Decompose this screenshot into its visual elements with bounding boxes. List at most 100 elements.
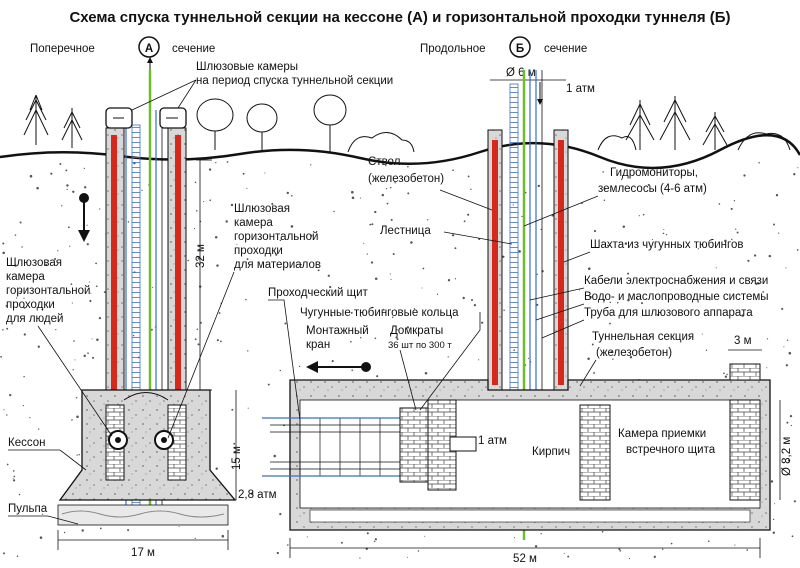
tubing-shaft-label: Шахта из чугунных тюбингов [590,239,743,251]
soil-dot [587,357,590,361]
jacks-label: Домкраты [390,325,443,337]
dim-3: 3 м [734,335,752,347]
soil-dot [407,165,409,168]
soil-dot [390,278,392,280]
section-a-letter: А [145,43,153,55]
soil-dot [2,328,4,331]
soil-dot [75,397,78,399]
soil-dot [208,168,212,171]
soil-dot [381,193,385,197]
soil-dot [54,257,57,261]
soil-dot [359,336,362,339]
slurry-pool [57,504,229,526]
soil-dot [78,453,80,456]
soil-dot [6,327,9,330]
soil-dot [68,226,70,229]
soil-dot [421,287,423,289]
soil-dot [527,357,529,360]
soil-dot [454,278,457,280]
soil-dot [29,417,31,419]
soil-dot [196,210,198,212]
soil-dot [37,345,40,348]
soil-dot [231,408,234,411]
soil-dot [76,415,79,419]
soil-dot [286,191,289,195]
soil-dot [22,404,24,407]
soil-dot [59,163,62,165]
receiving-label-1: Камера приемки [618,428,706,440]
soil-dot [246,258,249,261]
soil-dot [95,285,98,288]
soil-dot [640,302,644,305]
soil-dot [638,215,640,217]
mat-airlock-label-4: проходки [234,245,283,257]
soil-dot [478,359,480,361]
soil-dot [373,540,376,543]
soil-dot [247,350,249,352]
brick-wall [579,404,611,501]
soil-dot [327,274,330,277]
soil-dot [91,338,93,340]
soil-dot [95,262,97,265]
shaft-label-1: Ствол [368,156,400,168]
soil-dot [602,171,604,173]
soil-dot [424,535,426,537]
soil-dot [87,352,89,355]
soil-dot [603,298,606,301]
soil-dot [733,200,736,202]
soil-dot [284,322,287,325]
soil-dot [762,291,765,293]
soil-dot [389,186,392,189]
soil-dot [310,234,313,237]
soil-dot [69,245,71,247]
soil-dot [6,414,8,416]
hydro-label-1: Гидромониторы, [610,167,698,179]
soil-dot [705,349,708,351]
soil-dot [609,322,611,325]
soil-dot [287,544,289,546]
soil-dot [2,251,5,255]
soil-dot [382,308,385,311]
soil-dot [470,188,472,191]
soil-dot [407,192,410,195]
soil-dot [788,351,792,355]
soil-dot [793,500,797,503]
soil-dot [215,467,218,470]
soil-dot [766,338,769,340]
shaft-b-tubing-right [558,140,564,385]
ppl-airlock-label-4: проходки [6,299,55,311]
soil-dot [726,373,728,376]
soil-dot [471,299,473,301]
soil-dot [718,203,721,205]
soil-dot [61,205,63,207]
soil-dot [447,279,451,282]
soil-dot [386,202,389,205]
soil-dot [193,227,196,230]
soil-dot [6,463,9,466]
soil-dot [203,201,205,203]
soil-dot [19,290,21,293]
soil-dot [86,224,88,226]
soil-dot [275,253,278,256]
receiving-brick [729,399,761,501]
soil-dot [785,364,789,367]
soil-dot [127,529,130,532]
mat-airlock-label-1: Шлюзовая [234,203,290,215]
soil-dot [23,333,26,336]
soil-dot [753,254,757,257]
receiving-label-2: встречного щита [626,444,716,456]
soil-dot [178,526,180,528]
soil-dot [15,297,18,299]
soil-dot [89,299,92,303]
tree-icon [23,94,49,145]
shaft-a-tubing-right [175,135,181,390]
soil-dot [772,518,775,521]
section-a-left: Поперечное [30,43,95,55]
soil-dot [540,533,542,535]
tree-icon [625,100,655,150]
soil-dot [45,263,48,266]
airlocks-top-label-2: на период спуска туннельной секции [196,75,393,87]
soil-dot [317,269,320,272]
soil-dot [3,552,5,555]
soil-dot [333,210,335,213]
